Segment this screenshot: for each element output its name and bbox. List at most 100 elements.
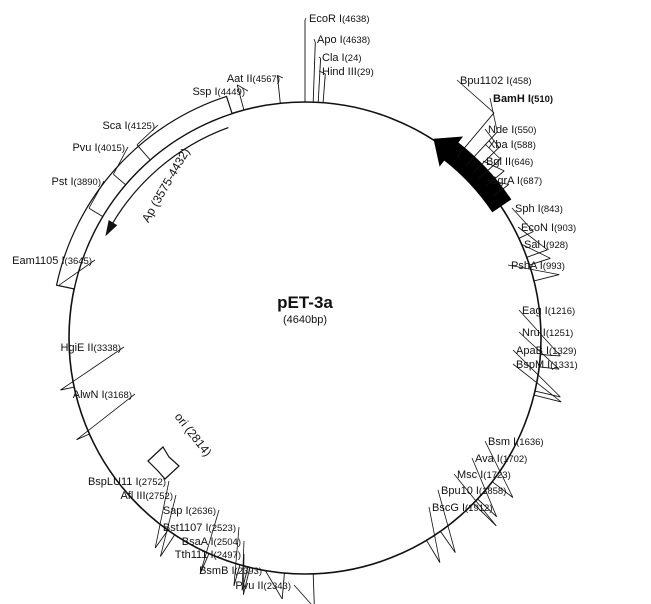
site-tick [534, 390, 561, 398]
site-position: (2752) [146, 491, 173, 502]
site-afl-iii: Afl III(2752) [120, 490, 177, 557]
site-ecor-i: EcoR I(4638) [304, 13, 369, 102]
site-name: BamH I [493, 93, 531, 105]
site-tick [276, 75, 281, 104]
site-connector [512, 349, 561, 398]
site-label: BsmB I(2393) [199, 565, 262, 577]
site-label: Pvu I(4015) [72, 142, 125, 154]
site-label: BamH I(510) [493, 93, 553, 105]
site-bgl-ii: Bgl II(646) [482, 156, 533, 187]
site-position: (2393) [235, 566, 262, 577]
site-connector [241, 540, 245, 591]
site-position: (1329) [549, 346, 576, 357]
site-connector [456, 79, 495, 114]
site-label: SgrA I(687) [490, 175, 542, 187]
site-pst-i: Pst I(3890) [52, 176, 105, 217]
site-connector [237, 84, 249, 92]
site-label: Nde I(550) [488, 124, 536, 136]
origin-arrow [147, 446, 180, 480]
site-position: (4638) [342, 14, 369, 25]
site-connector [518, 309, 561, 357]
site-label: Bgl II(646) [486, 156, 533, 168]
site-connector [437, 489, 456, 553]
site-connector [313, 38, 316, 43]
site-position: (1251) [546, 328, 573, 339]
site-position: (4638) [343, 35, 370, 46]
site-position: (2523) [209, 523, 236, 534]
site-sph-i: Sph I(843) [511, 203, 563, 239]
site-connector [517, 226, 548, 251]
site-label: Eag I(1216) [522, 305, 575, 317]
site-sgra-i: SgrA I(687) [486, 175, 542, 197]
site-position: (903) [554, 223, 576, 234]
site-label: BscG I(1912) [432, 502, 492, 514]
site-tick [233, 564, 241, 587]
site-label: Bpu1102 I(458) [460, 75, 532, 87]
site-position: (4567) [253, 74, 280, 85]
site-name: Ava I [475, 453, 500, 465]
site-pvu-i: Pvu I(4015) [72, 142, 129, 186]
site-label: Tth111 I(2497) [175, 549, 241, 561]
site-sal-i: Sal I(928) [520, 239, 568, 266]
site-label: Aat II(4567) [227, 73, 280, 85]
site-connector [243, 553, 245, 595]
site-name: BspM I [516, 359, 550, 371]
site-position: (2636) [189, 506, 216, 517]
site-tick [160, 534, 176, 557]
site-name: Sal I [524, 239, 546, 251]
site-eam1105-i: Eam1105 I(3645) [12, 255, 96, 290]
site-tick [322, 73, 326, 103]
site-name: Cla I [322, 52, 345, 64]
site-position: (993) [543, 261, 565, 272]
site-bsplu11-i: BspLU11 I(2752) [88, 476, 170, 549]
site-tick [491, 481, 514, 498]
site-position: (550) [514, 125, 536, 136]
site-tick [317, 58, 322, 103]
site-tick [529, 257, 551, 266]
site-hind-iii: Hind III(29) [318, 66, 374, 103]
site-connector [471, 457, 497, 517]
site-position: (646) [511, 157, 533, 168]
site-connector [113, 146, 129, 175]
site-tick [58, 285, 75, 290]
site-connector [484, 440, 514, 498]
site-name: SgrA I [490, 175, 520, 187]
site-connector [520, 243, 551, 259]
site-connector [293, 584, 312, 604]
site-position: (2504) [214, 537, 241, 548]
site-apo-i: Apo I(4638) [312, 34, 370, 103]
site-tick [113, 173, 126, 186]
site-bsmb-i: BsmB I(2393) [199, 565, 285, 600]
site-position: (24) [345, 53, 362, 64]
site-position: (928) [546, 240, 568, 251]
site-name: PshA I [511, 260, 543, 272]
site-name: Afl III [120, 490, 145, 502]
site-name: HgiE II [61, 342, 94, 354]
site-tick [236, 84, 245, 111]
site-name: Bpu10 I [441, 485, 479, 497]
site-label: BsaA I(2504) [182, 536, 241, 548]
site-position: (510) [531, 94, 553, 105]
site-bpu1102-i: Bpu1102 I(458) [456, 75, 532, 158]
site-position: (1702) [500, 454, 527, 465]
site-position: (3168) [105, 390, 132, 401]
site-nde-i: Nde I(550) [472, 124, 536, 173]
site-name: EcoR I [309, 13, 342, 25]
site-msc-i: Msc I(1723) [453, 469, 511, 527]
site-label: Msc I(1723) [457, 469, 511, 481]
site-position: (687) [520, 176, 542, 187]
site-name: Sca I [102, 120, 127, 132]
site-label: Bsm I(1636) [488, 436, 544, 448]
site-label: Apo I(4638) [317, 34, 370, 46]
site-position: (1216) [548, 306, 575, 317]
site-connector [453, 473, 497, 527]
site-name: Nru I [522, 327, 546, 339]
site-position: (1331) [550, 360, 577, 371]
site-label: Hind III(29) [322, 66, 374, 78]
site-position: (4449) [218, 87, 245, 98]
site-tick [539, 366, 560, 370]
site-label: ApaB I(1329) [516, 345, 577, 357]
site-position: (4125) [128, 121, 155, 132]
site-name: Eam1105 I [12, 255, 64, 267]
